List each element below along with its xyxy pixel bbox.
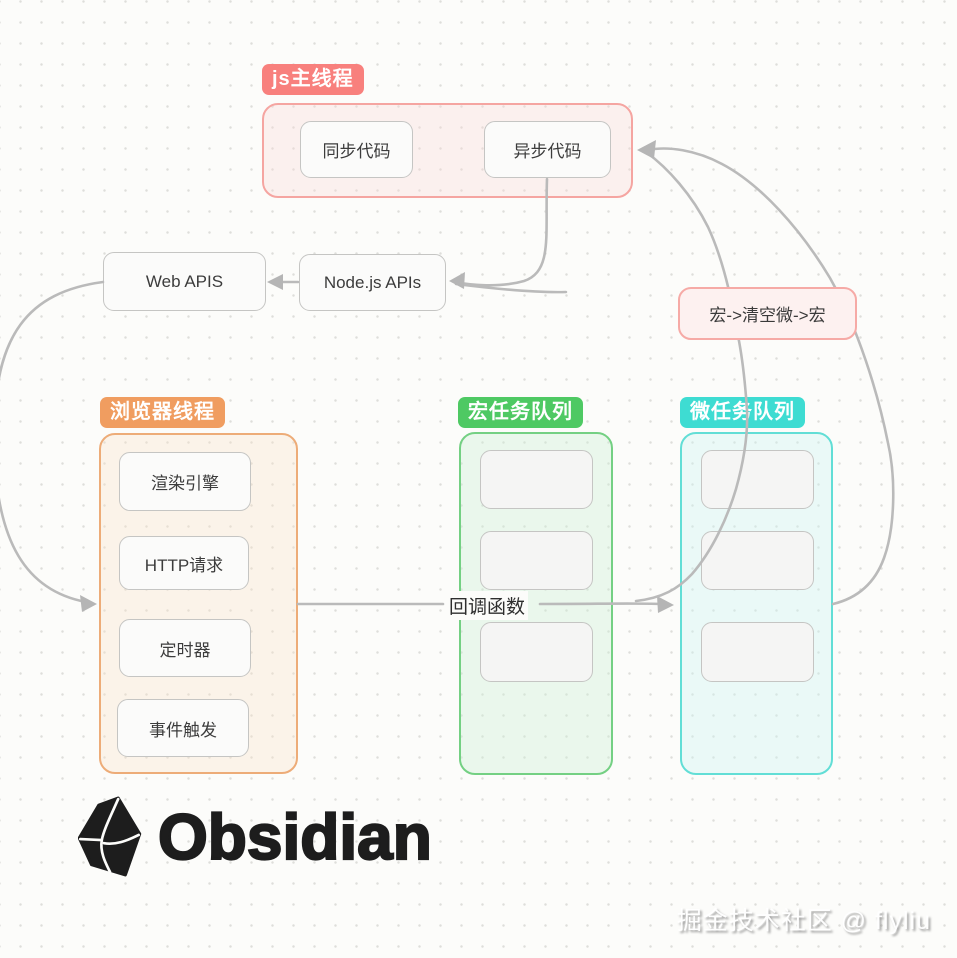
callback-edge-label: 回调函数 bbox=[446, 591, 529, 620]
watermark-text: 掘金技术社区 @ flyliu bbox=[676, 907, 931, 935]
arrowhead-web bbox=[267, 274, 283, 290]
nodejs-apis-node[interactable]: Node.js APIs bbox=[299, 254, 446, 311]
edge-web-to-browser bbox=[0, 280, 105, 604]
obsidian-wordmark: Obsidian bbox=[157, 800, 433, 874]
obsidian-brand: Obsidian bbox=[78, 796, 433, 878]
arrowhead-browser bbox=[80, 595, 97, 612]
edge-async-to-node-strand bbox=[454, 282, 568, 294]
browser-thread-label: 浏览器线程 bbox=[100, 397, 225, 428]
macro-queue-slot[interactable] bbox=[480, 531, 593, 590]
http-request-node[interactable]: HTTP请求 bbox=[119, 536, 249, 590]
micro-queue-slot[interactable] bbox=[701, 531, 814, 590]
event-trigger-node[interactable]: 事件触发 bbox=[117, 699, 249, 757]
macro-queue-label: 宏任务队列 bbox=[458, 397, 583, 428]
js-thread-label: js主线程 bbox=[262, 64, 364, 95]
sync-code-node[interactable]: 同步代码 bbox=[300, 121, 413, 178]
arrowhead-micro bbox=[657, 596, 674, 613]
async-code-node[interactable]: 异步代码 bbox=[484, 121, 611, 178]
micro-queue-slot[interactable] bbox=[701, 450, 814, 509]
macro-queue-slot[interactable] bbox=[480, 622, 593, 682]
render-engine-node[interactable]: 渲染引擎 bbox=[119, 452, 251, 511]
arrowhead-node bbox=[449, 272, 465, 289]
obsidian-gem-icon bbox=[78, 796, 142, 877]
timer-node[interactable]: 定时器 bbox=[119, 619, 251, 677]
macro-queue-slot[interactable] bbox=[480, 450, 593, 509]
micro-queue-slot[interactable] bbox=[701, 622, 814, 682]
web-apis-node[interactable]: Web APIS bbox=[103, 252, 266, 311]
arrowhead-js bbox=[637, 140, 656, 159]
macro-micro-note[interactable]: 宏->清空微->宏 bbox=[678, 287, 857, 340]
micro-queue-label: 微任务队列 bbox=[680, 397, 805, 428]
